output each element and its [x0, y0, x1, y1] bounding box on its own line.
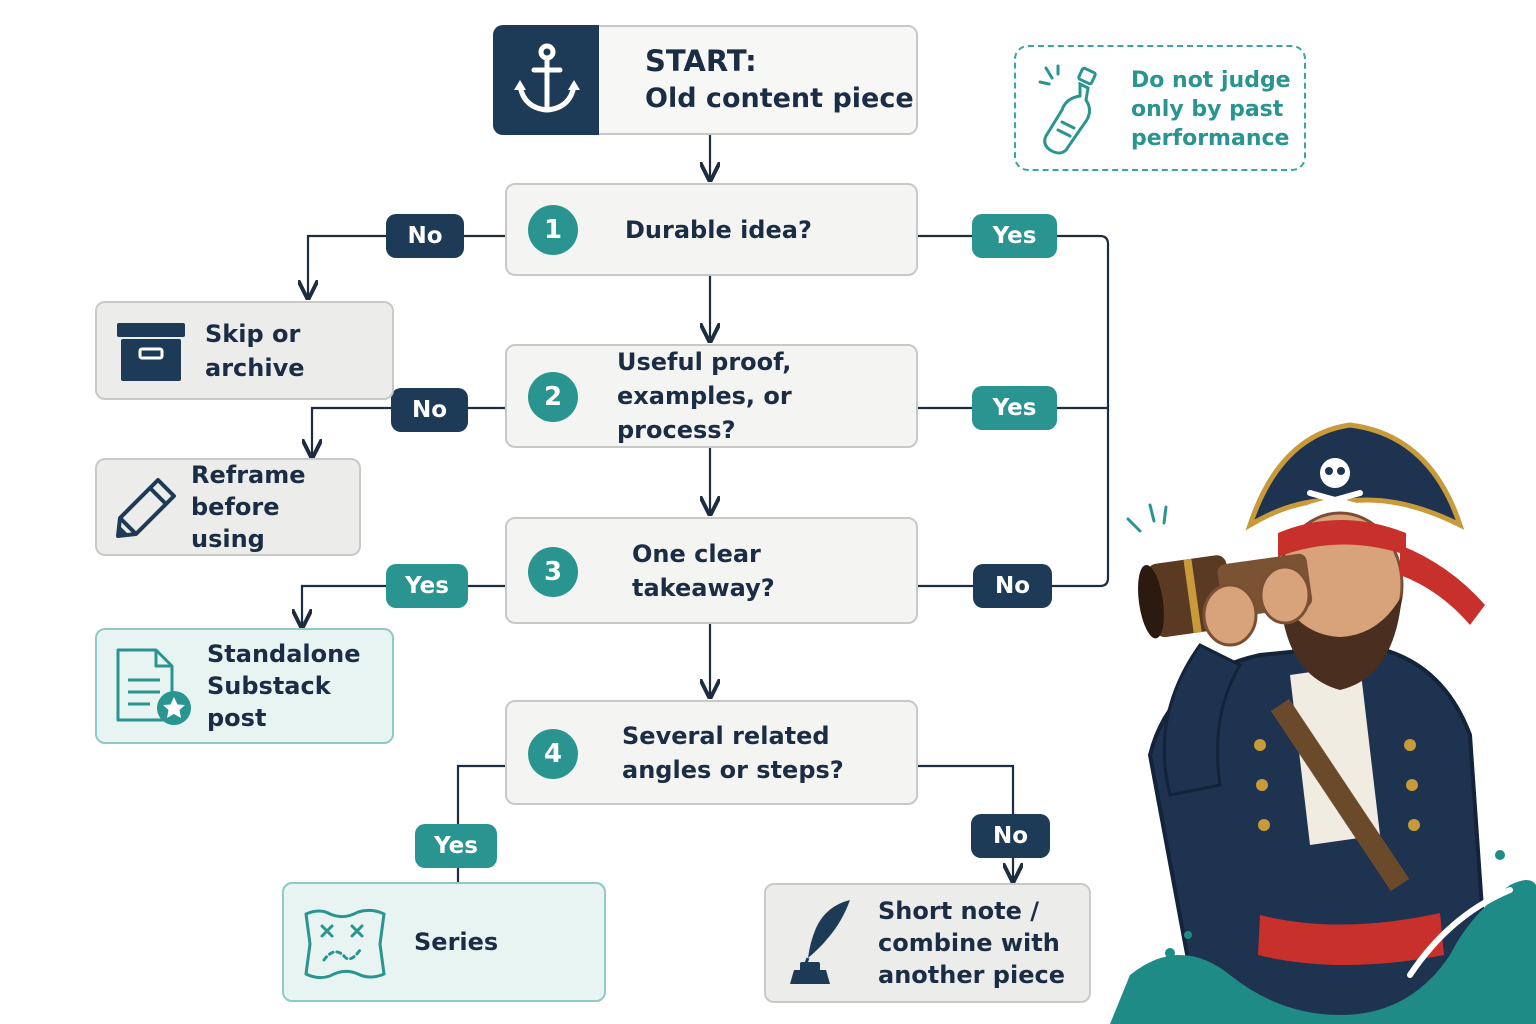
archive-box-icon — [117, 323, 185, 381]
start-text: Old content piece — [645, 83, 914, 114]
question-4-line-1: Several related — [622, 721, 830, 750]
step-4-badge: 4 — [528, 729, 578, 779]
question-3-line-1: One clear — [632, 539, 761, 568]
question-3-line-2: takeaway? — [632, 573, 775, 602]
q2-yes-label: Yes — [972, 386, 1057, 430]
treasure-map-icon — [304, 908, 386, 980]
outcome-standalone-line-2: Substack post — [207, 672, 331, 732]
outcome-reframe-line-2: before using — [191, 493, 280, 553]
note-line-2: only by past — [1131, 97, 1284, 122]
outcome-standalone-line-1: Standalone — [207, 640, 361, 668]
q3-no-label: No — [973, 564, 1052, 608]
outcome-archive-text: Skip or archive — [205, 319, 305, 382]
outcome-reframe-line-1: Reframe — [191, 461, 306, 489]
q1-no-label: No — [386, 214, 464, 258]
document-star-icon — [116, 648, 191, 725]
q3-yes-label: Yes — [386, 564, 468, 608]
step-1-badge: 1 — [528, 205, 578, 255]
quill-inkwell-icon — [790, 900, 850, 984]
note-line-1: Do not judge — [1131, 68, 1291, 93]
outcome-series-text: Series — [414, 928, 499, 956]
outcome-standalone: Standalone Substack post — [95, 628, 394, 744]
question-1-text: Durable idea? — [625, 215, 812, 244]
question-2-line-2: examples, or process? — [617, 382, 792, 444]
outcome-reframe: Reframe before using — [95, 458, 361, 556]
outcome-short-note: Short note / combine with another piece — [764, 883, 1091, 1003]
outcome-short-line-3: another piece — [878, 961, 1065, 989]
q4-yes-label: Yes — [415, 824, 497, 868]
pencil-icon — [116, 478, 176, 538]
step-3-badge: 3 — [528, 547, 578, 597]
q1-yes-label: Yes — [972, 214, 1057, 258]
note-line-3: performance — [1131, 126, 1290, 151]
outcome-short-line-1: Short note / — [878, 897, 1039, 925]
pirate-illustration — [1110, 422, 1536, 1024]
q4-no-label: No — [971, 814, 1050, 858]
question-1-node: Durable idea? — [505, 183, 918, 276]
start-label: START: — [645, 44, 757, 78]
question-4-line-2: angles or steps? — [622, 755, 844, 784]
q2-no-label: No — [391, 388, 468, 432]
performance-note: Do not judge only by past performance — [1014, 45, 1306, 171]
step-2-badge: 2 — [528, 372, 578, 422]
outcome-series: Series — [282, 882, 606, 1002]
message-bottle-icon — [1038, 64, 1097, 155]
anchor-icon — [514, 43, 580, 113]
question-2-line-1: Useful proof, — [617, 348, 792, 376]
outcome-short-line-2: combine with — [878, 929, 1060, 957]
